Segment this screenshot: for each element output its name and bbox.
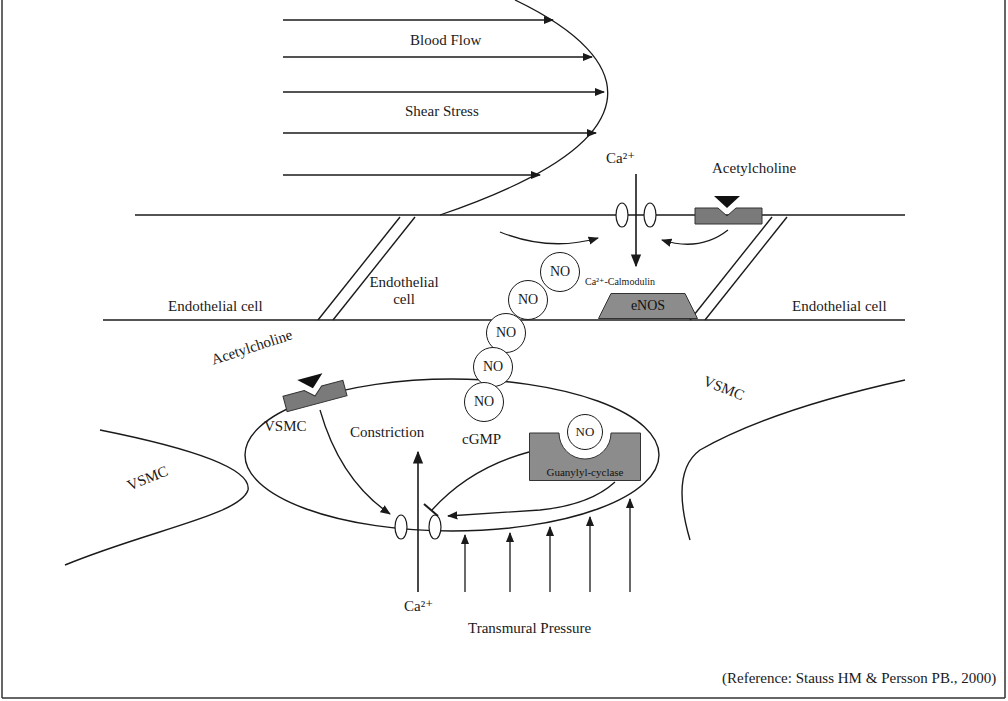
flow-label: Shear Stress [405,103,479,120]
cell-label: VSMC [264,418,307,435]
node-text: eNOS [631,298,665,313]
frame-line [1,0,3,698]
ligand [714,196,740,208]
cell-label: VSMC [701,373,747,405]
cell-junction [318,217,400,320]
flow-label: Blood Flow [410,32,481,49]
pressure-arrows [465,499,630,592]
flow-arrow [283,174,540,175]
no-molecule: NO [540,252,580,292]
guanylyl-cyclase: Guanylyl-cyclase NO [529,419,641,481]
node-text: Guanylyl-cyclase [529,466,641,478]
shear-signal-arrow [500,232,598,244]
agonist-label: Acetylcholine [712,160,796,177]
channel-half [616,203,628,227]
cell-junction [690,217,772,320]
node-text: NO [518,292,538,307]
agonist-label: Acetylcholine [209,326,294,368]
endothelium [103,215,905,320]
inhibition-bar [424,504,438,516]
signal-arrow [448,482,615,516]
ligand [297,373,325,391]
flow-arrow [283,56,592,57]
enos-enzyme: eNOS [598,293,698,319]
frame-line [1004,0,1006,698]
node-text: NO [576,425,595,439]
response-label: Constriction [350,424,424,441]
pressure-arrow [464,535,465,592]
receptor [695,208,762,224]
pressure-arrow [509,533,510,592]
luminal-membrane [135,214,905,215]
cell-label: Endothelial cell [168,298,263,315]
ion-label: Ca²⁺ [606,150,635,167]
complex-label: Ca²⁺-Calmodulin [585,276,655,288]
pressure-arrow [629,499,630,592]
no-molecule: NO [567,414,603,450]
flow-arrow [283,19,553,20]
pressure-label: Transmural Pressure [468,620,591,637]
calcium-influx-arrow [417,452,419,592]
enzyme-outline [599,294,698,319]
node-text: NO [496,325,516,340]
ion-label: Ca²⁺ [404,598,433,615]
pressure-arrow [589,517,590,592]
pressure-arrow [549,527,550,592]
flow-arrow [283,132,596,133]
cell-label: Endothelial cell [792,298,887,315]
node-text: NO [483,359,503,374]
calcium-influx-arrow [635,174,637,266]
vsmc-cell [682,380,905,540]
channel-half [644,203,656,227]
inhibition-line [432,452,529,510]
frame-line [2,697,1005,699]
no-molecule: NO [473,347,513,387]
channel-half [395,515,407,539]
cell-junction [705,217,787,320]
flow-arrow [283,91,604,92]
flow-profile [283,0,608,215]
receptor-signal-arrow [662,230,728,244]
messenger-label: cGMP [462,431,501,448]
node-text: NO [474,394,494,409]
cell-label: VSMC [125,463,171,495]
receptor-group [280,369,347,412]
vsmc-cell [65,430,248,565]
node-text: NO [550,264,570,279]
no-molecule: NO [464,382,504,422]
channel-half [429,515,441,539]
vsmc-cell [245,379,659,531]
cell-label: Endothelial cell [362,274,446,309]
vsmc-outlines [65,379,905,565]
reference-caption: (Reference: Stauss HM & Persson PB., 200… [722,670,996,687]
